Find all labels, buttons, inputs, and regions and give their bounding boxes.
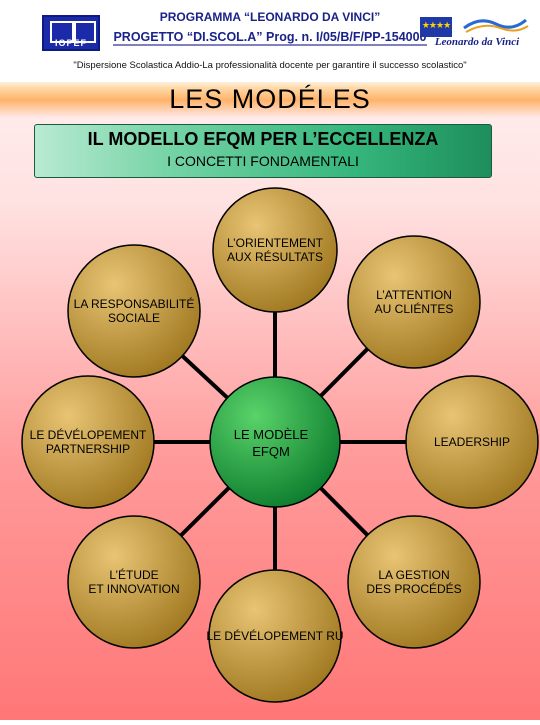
node-leadership <box>405 375 539 509</box>
efqm-diagram-graphic <box>21 187 539 703</box>
node-social <box>67 244 201 378</box>
program-title: PROGRAMMA “LEONARDO DA VINCI” <box>159 10 381 24</box>
node-hr <box>208 569 342 703</box>
node-label-line1: LE DÉVÉLOPEMENT <box>29 428 147 442</box>
node-label-line1: LE DÉVÉLOPEMENT RU <box>206 629 344 643</box>
node-label-line2: DES PROCÉDÉS <box>366 582 462 596</box>
node-label-line1: LA RESPONSABILITÉ <box>73 297 195 311</box>
node-label-line2: AUX RÉSULTATS <box>226 250 324 264</box>
node-label-line2: ET INNOVATION <box>88 582 180 596</box>
eu-flag-icon: ★★★★ <box>420 17 452 37</box>
model-banner: IL MODELLO EFQM PER L’ECCELLENZA I CONCE… <box>34 124 492 178</box>
leonardo-logo-text: Leonardo da Vinci <box>434 36 520 48</box>
center-node-line1: LE MODÈLE <box>233 427 309 442</box>
node-label-line2: PARTNERSHIP <box>45 442 131 456</box>
leonardo-logo-icon <box>460 14 530 36</box>
center-node-efqm <box>209 376 341 508</box>
node-label-hr: LE DÉVÉLOPEMENT RU <box>200 629 350 643</box>
node-label-line2: AU CLIÉNTES <box>374 302 454 316</box>
node-label-line1: LEADERSHIP <box>433 435 511 449</box>
node-label-leadership: LEADERSHIP <box>397 435 540 449</box>
banner-subtitle: I CONCETTI FONDAMENTALI <box>167 153 359 169</box>
iopef-logo: IOPEF <box>42 15 100 51</box>
center-node-line2: EFQM <box>252 444 290 459</box>
node-label-line1: L’ATTENTION <box>376 288 452 302</box>
center-node-label: LE MODÈLE EFQM <box>196 426 346 460</box>
node-partner <box>21 375 155 509</box>
node-label-line1: L’ÉTUDE <box>109 568 159 582</box>
node-process <box>347 515 481 649</box>
node-label-line1: LA GESTION <box>378 568 450 582</box>
node-label-line2: SOCIALE <box>107 311 161 325</box>
banner-title: IL MODELLO EFQM PER L’ECCELLENZA <box>87 129 439 149</box>
project-subtitle: "Dispersione Scolastica Addio-La profess… <box>73 60 467 71</box>
node-study <box>67 515 201 649</box>
node-clients <box>347 235 481 369</box>
page-title: LES MODÉLES <box>169 84 371 114</box>
node-label-line1: L’ORIENTEMENT <box>226 236 323 250</box>
project-title: PROGETTO “DI.SCOL.A” Prog. n. I/05/B/F/P… <box>113 30 427 46</box>
node-results <box>212 187 338 313</box>
